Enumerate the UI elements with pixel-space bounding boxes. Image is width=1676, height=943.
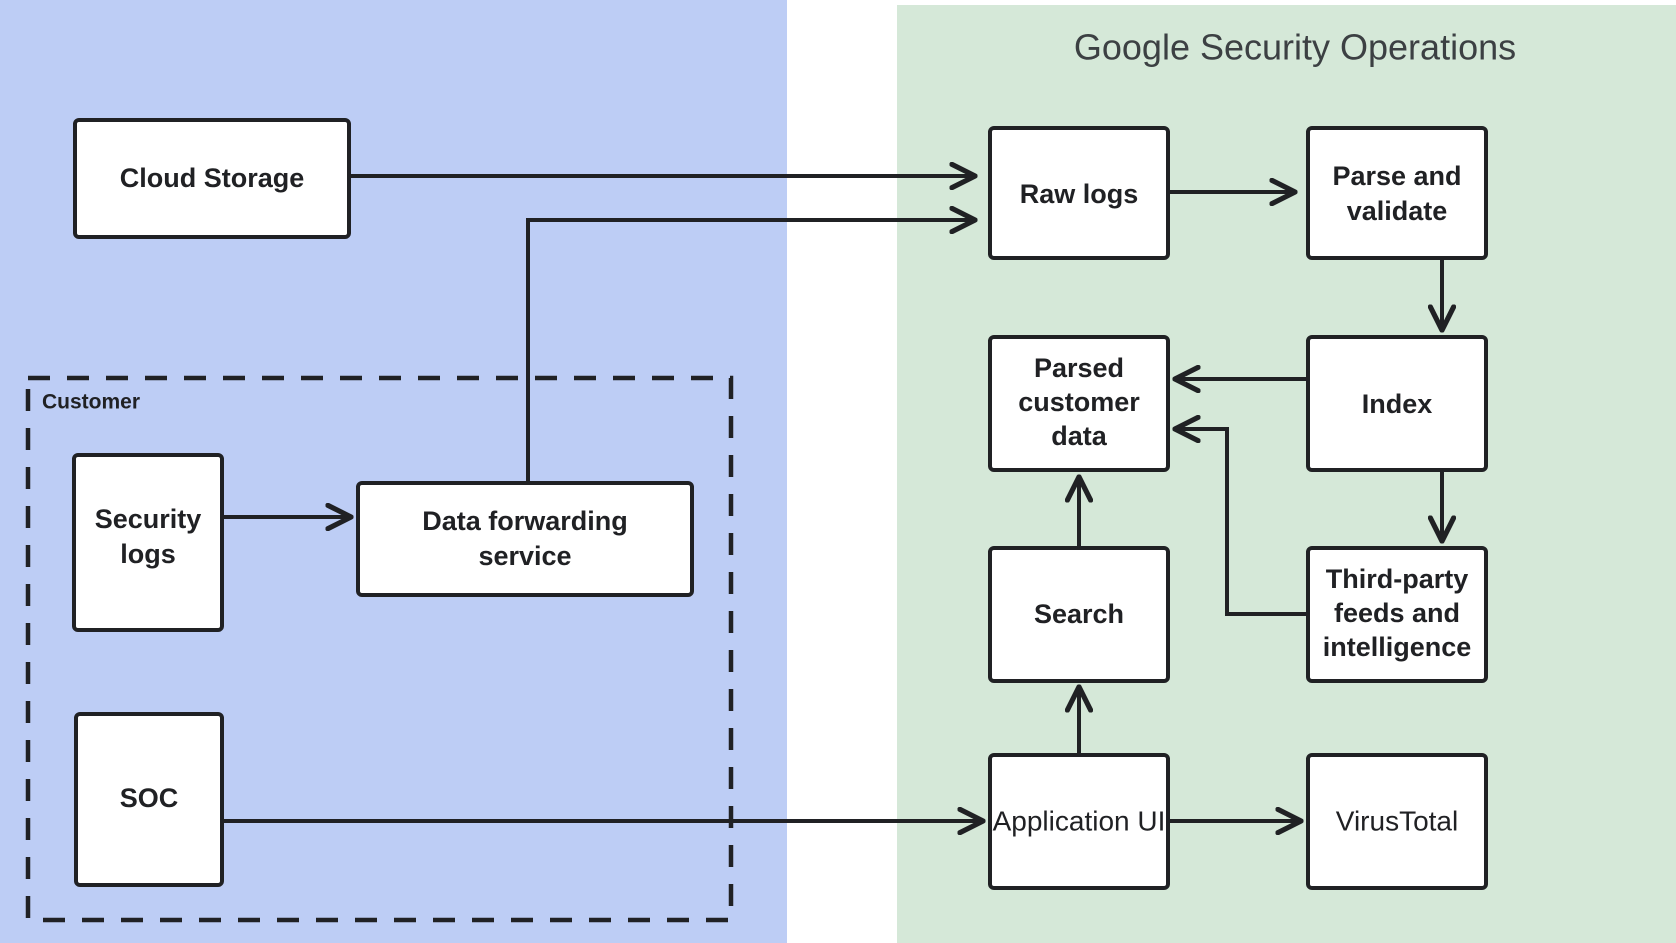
node-cloud-storage[interactable]: Cloud Storage: [73, 118, 351, 239]
node-data-forwarding-service[interactable]: Data forwarding service: [356, 481, 694, 597]
node-label-parse-validate-line-2: validate: [1347, 196, 1448, 226]
node-label-parsed-data-line-1: Parsed: [1034, 353, 1124, 383]
node-third-party-feeds-and-intelligence[interactable]: Third-party feeds and intelligence: [1306, 546, 1488, 683]
edge-third-party-to-parsed-data: [1176, 429, 1308, 616]
node-label-parsed-data-line-2: customer: [1018, 387, 1140, 417]
node-soc[interactable]: SOC: [74, 712, 224, 887]
node-label-virustotal: VirusTotal: [1336, 805, 1458, 836]
node-label-application-ui: Application UI: [993, 805, 1166, 836]
node-label-third-party-line-3: intelligence: [1323, 632, 1472, 662]
node-label-cloud-storage: Cloud Storage: [120, 163, 305, 193]
node-label-security-logs-line-2: logs: [120, 539, 176, 569]
node-raw-logs[interactable]: Raw logs: [988, 126, 1170, 260]
node-virustotal[interactable]: VirusTotal: [1306, 753, 1488, 890]
customer-zone-boundary: [25, 375, 734, 923]
node-search[interactable]: Search: [988, 546, 1170, 683]
node-label-parse-validate-line-1: Parse and: [1332, 161, 1461, 191]
node-label-data-forwarding-line-1: Data forwarding: [422, 506, 628, 536]
node-label-data-forwarding-line-2: service: [478, 541, 571, 571]
node-security-logs[interactable]: Security logs: [72, 453, 224, 632]
node-parse-and-validate[interactable]: Parse and validate: [1306, 126, 1488, 260]
node-label-third-party-line-1: Third-party: [1326, 564, 1469, 594]
node-label-soc: SOC: [120, 783, 179, 813]
node-label-security-logs-line-1: Security: [95, 504, 202, 534]
node-label-third-party-line-2: feeds and: [1334, 598, 1460, 628]
node-label-search: Search: [1034, 599, 1124, 629]
node-application-ui[interactable]: Application UI: [988, 753, 1170, 890]
node-parsed-customer-data[interactable]: Parsed customer data: [988, 335, 1170, 472]
node-label-parsed-data-line-3: data: [1051, 421, 1108, 451]
customer-zone-label: Customer: [42, 391, 140, 414]
node-label-index: Index: [1362, 389, 1433, 419]
edge-data-forwarding-to-raw-logs: [526, 220, 974, 495]
node-index[interactable]: Index: [1306, 335, 1488, 472]
panel-title-google: Google Security Operations: [1074, 27, 1516, 68]
node-label-raw-logs: Raw logs: [1020, 179, 1139, 209]
